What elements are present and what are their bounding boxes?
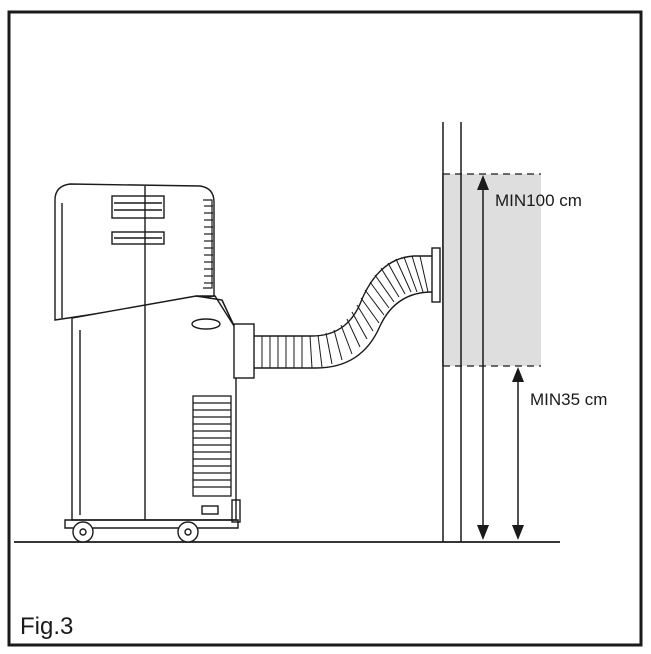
wheel-icon <box>72 521 94 543</box>
upper-clearance-arrow <box>477 175 489 540</box>
window-opening-zone <box>443 174 541 366</box>
lower-clearance-arrow <box>512 367 524 540</box>
lower-grille <box>192 395 232 497</box>
figure-caption: Fig.3 <box>20 613 73 640</box>
figure-border <box>7 10 643 647</box>
portable-air-conditioner <box>54 183 255 543</box>
side-louvers <box>203 199 213 289</box>
lower-clearance-label: MIN35 cm <box>530 390 607 409</box>
wheel-icon <box>177 521 199 543</box>
exhaust-hose <box>254 247 441 369</box>
upper-clearance-label: MIN100 cm <box>495 191 582 210</box>
